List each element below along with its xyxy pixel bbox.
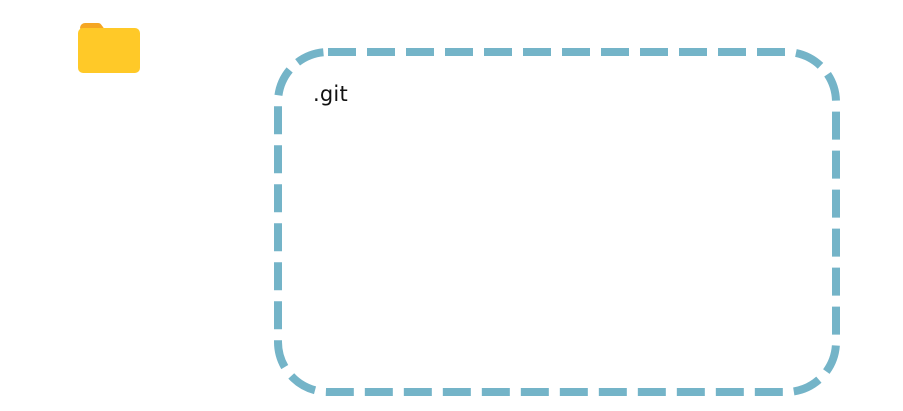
git-directory-label: .git bbox=[313, 82, 348, 106]
git-directory-box bbox=[274, 48, 840, 396]
folder-icon bbox=[78, 23, 140, 73]
